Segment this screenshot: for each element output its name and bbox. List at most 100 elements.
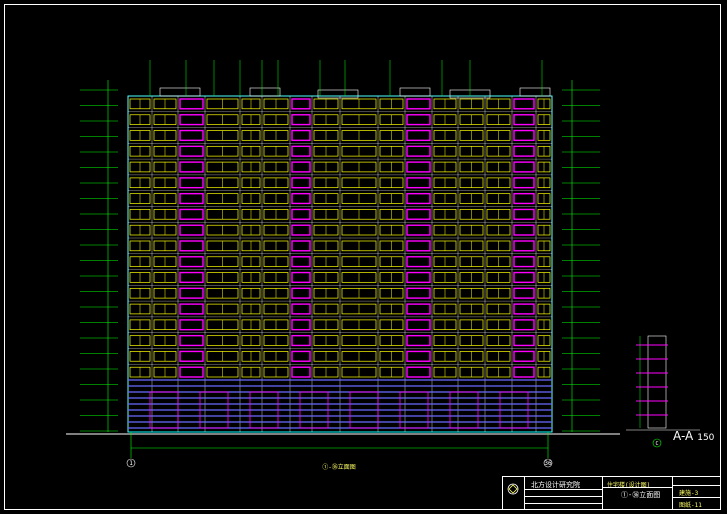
balcony — [291, 192, 311, 205]
balcony — [179, 366, 204, 378]
balcony — [406, 319, 431, 331]
podium-opening — [299, 391, 329, 429]
balcony — [179, 161, 204, 173]
project-name: 住宅楼(设计图) — [607, 482, 651, 489]
podium-opening — [199, 391, 229, 429]
balcony — [513, 319, 535, 331]
balcony — [179, 224, 204, 236]
institute-name: 北方设计研究院 — [531, 481, 580, 489]
axis-bubble-right — [543, 458, 553, 468]
balcony — [291, 240, 311, 252]
balcony — [179, 98, 204, 110]
balcony — [291, 224, 311, 236]
balcony — [406, 334, 431, 347]
balcony — [406, 303, 431, 315]
balcony — [179, 303, 204, 315]
balcony — [513, 287, 535, 299]
balcony — [406, 287, 431, 299]
balcony — [406, 114, 431, 126]
balcony — [513, 240, 535, 252]
balcony — [513, 350, 535, 362]
balcony — [406, 129, 431, 142]
title-block-logo-cell — [503, 477, 525, 509]
balcony — [406, 192, 431, 205]
title-block-institute-cell: 北方设计研究院 — [525, 477, 603, 509]
roof-parapet — [159, 87, 201, 97]
sheet-code: 图纸-11 — [679, 502, 702, 509]
balcony — [291, 208, 311, 220]
balcony — [291, 303, 311, 315]
podium-opening — [449, 391, 479, 429]
balcony — [179, 129, 204, 142]
title-block-project-cell: 住宅楼(设计图) ①-㊱立面图 — [603, 477, 673, 509]
roof-parapet — [317, 89, 359, 99]
balcony — [513, 98, 535, 110]
title-block-number-cell: 建施-3 图纸-11 — [673, 477, 722, 509]
podium-opening — [149, 391, 179, 429]
section-scale: 150 — [697, 433, 715, 443]
podium-opening — [249, 391, 279, 429]
drawing-border — [4, 4, 721, 510]
section-name: A-A — [673, 429, 694, 443]
roof-parapet — [519, 87, 551, 97]
balcony — [291, 271, 311, 284]
balcony — [291, 256, 311, 268]
balcony — [291, 287, 311, 299]
balcony — [179, 192, 204, 205]
balcony — [179, 114, 204, 126]
balcony — [406, 98, 431, 110]
balcony — [291, 177, 311, 189]
balcony — [406, 208, 431, 220]
balcony — [291, 161, 311, 173]
section-wall — [647, 335, 667, 429]
balcony — [291, 145, 311, 157]
balcony — [179, 145, 204, 157]
balcony — [291, 114, 311, 126]
roof-parapet — [249, 87, 281, 97]
balcony — [406, 271, 431, 284]
balcony — [179, 256, 204, 268]
axis-label-left: 1 — [129, 460, 133, 467]
balcony — [513, 161, 535, 173]
balcony — [179, 350, 204, 362]
balcony — [179, 334, 204, 347]
balcony — [291, 350, 311, 362]
roof-parapet — [399, 87, 431, 97]
balcony — [291, 98, 311, 110]
balcony — [513, 224, 535, 236]
balcony — [513, 256, 535, 268]
balcony — [179, 208, 204, 220]
section-grid-label: C — [655, 441, 658, 447]
balcony — [513, 114, 535, 126]
balcony — [406, 350, 431, 362]
drawing-name: ①-㊱立面图 — [621, 491, 661, 499]
balcony — [291, 366, 311, 378]
title-block: 北方设计研究院 住宅楼(设计图) ①-㊱立面图 建施-3 图纸-11 — [502, 476, 721, 510]
balcony — [406, 145, 431, 157]
balcony — [179, 319, 204, 331]
balcony — [406, 177, 431, 189]
balcony — [179, 271, 204, 284]
balcony — [291, 129, 311, 142]
section-grid-bubble — [652, 438, 662, 448]
balcony — [513, 129, 535, 142]
balcony — [513, 177, 535, 189]
balcony — [291, 319, 311, 331]
institute-logo-icon — [507, 483, 519, 495]
balcony — [406, 240, 431, 252]
balcony — [406, 256, 431, 268]
podium-opening — [399, 391, 429, 429]
balcony — [513, 271, 535, 284]
drawing-number: 建施-3 — [679, 490, 699, 497]
balcony — [179, 240, 204, 252]
podium-opening — [499, 391, 529, 429]
balcony — [406, 366, 431, 378]
balcony — [513, 192, 535, 205]
balcony — [406, 224, 431, 236]
balcony — [513, 145, 535, 157]
balcony — [179, 287, 204, 299]
balcony — [179, 177, 204, 189]
